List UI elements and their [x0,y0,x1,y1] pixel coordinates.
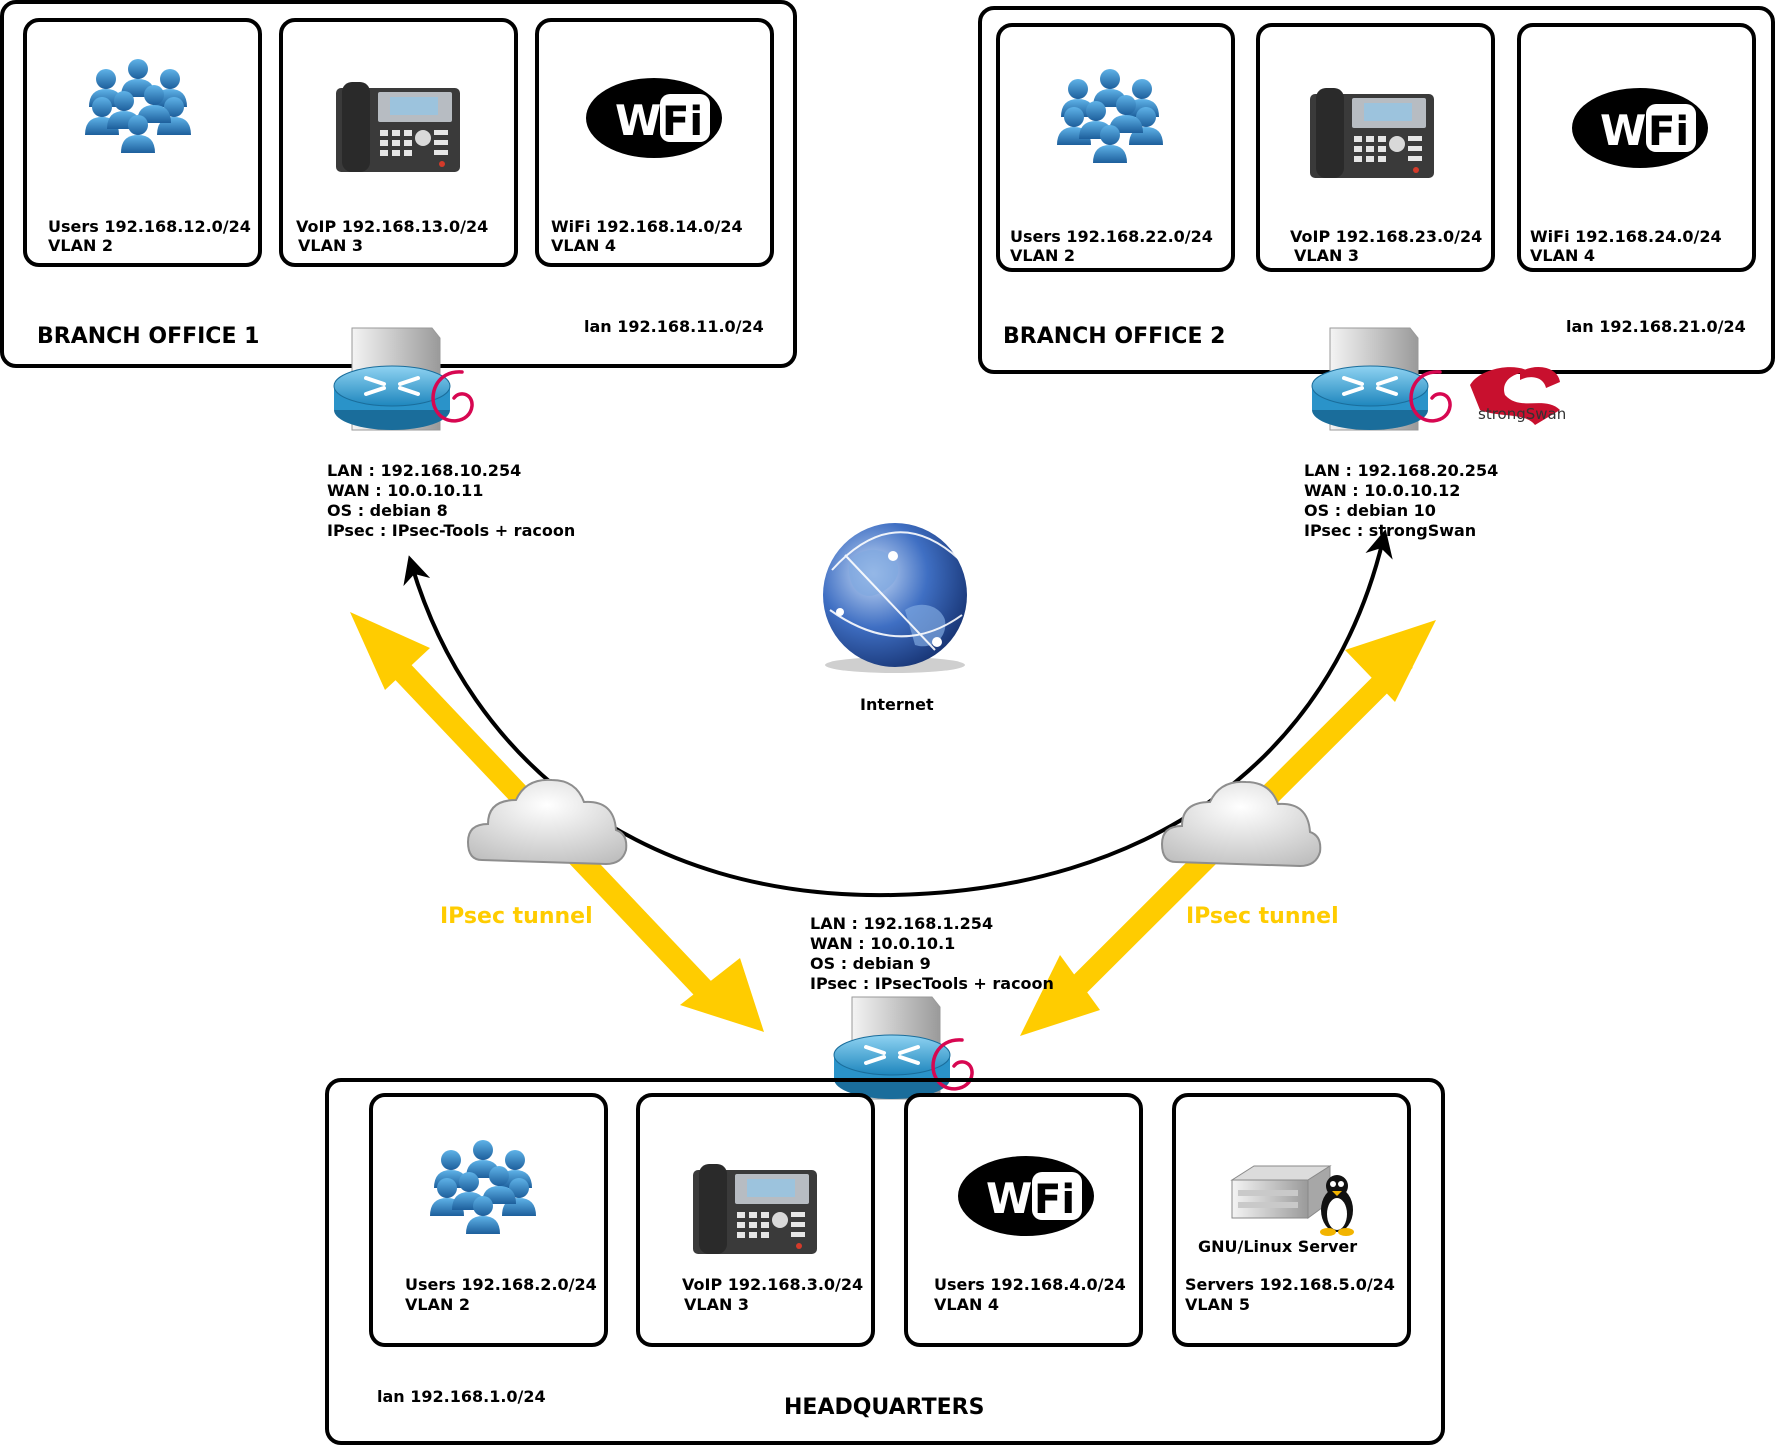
cloud-icon-left [467,778,628,865]
branch1-users-subnet: Users 192.168.12.0/24 [48,217,251,236]
branch1-wifi-vlan: VLAN 4 [551,236,616,255]
hq-title: HEADQUARTERS [784,1395,984,1420]
hq-wifi-subnet: Users 192.168.4.0/24 [934,1275,1126,1294]
branch1-wifi-subnet: WiFi 192.168.14.0/24 [551,217,743,236]
internet-connection-arc [403,529,1393,898]
hq-servers-tile [1172,1093,1411,1347]
hq-users-vlan: VLAN 2 [405,1295,470,1314]
branch1-lan-subnet: lan 192.168.11.0/24 [584,317,764,336]
wifi-logo-wi: Wi [615,96,676,145]
hq-voip-subnet: VoIP 192.168.3.0/24 [682,1275,863,1294]
globe-icon [823,523,967,667]
branch1-users-vlan: VLAN 2 [48,236,113,255]
branch2-router-wan: WAN : 10.0.10.12 [1304,481,1460,500]
branch2-title: BRANCH OFFICE 2 [1003,324,1225,349]
branch1-title: BRANCH OFFICE 1 [37,324,259,349]
hq-voip-vlan: VLAN 3 [684,1295,749,1314]
branch2-voip-vlan: VLAN 3 [1294,246,1359,265]
strongswan-logo-icon: strongSwan [1470,367,1566,425]
ipsec-tunnel-label-left: IPsec tunnel [440,904,593,929]
branch1-router: LAN : 192.168.10.254 WAN : 10.0.10.11 OS… [327,326,575,540]
hq-router-ipsec: IPsec : IPsecTools + racoon [810,974,1054,993]
wifi-logo-wi: Wi [986,1174,1047,1223]
server-icon [1231,1165,1331,1219]
branch2-router: strongSwan LAN : 192.168.20.254 WAN : 10… [1304,326,1566,540]
branch2-wifi-subnet: WiFi 192.168.24.0/24 [1530,227,1722,246]
router-icon [1310,326,1430,432]
wifi-logo-wi: Wi [1600,106,1661,155]
branch2-voip-subnet: VoIP 192.168.23.0/24 [1290,227,1482,246]
branch1-voip-vlan: VLAN 3 [298,236,363,255]
ip-phone-icon [1310,88,1434,178]
router-icon [332,326,452,432]
hq-servers-subnet: Servers 192.168.5.0/24 [1185,1275,1395,1294]
branch2-router-os: OS : debian 10 [1304,501,1436,520]
hq-server-label: GNU/Linux Server [1198,1237,1357,1256]
hq-router-lan: LAN : 192.168.1.254 [810,914,993,933]
internet-globe: Internet [823,523,967,714]
hq-users-subnet: Users 192.168.2.0/24 [405,1275,597,1294]
branch2-users-vlan: VLAN 2 [1010,246,1075,265]
headquarters: Users 192.168.2.0/24 VLAN 2 VoIP 192.168… [325,1078,1445,1445]
ipsec-tunnel-label-right: IPsec tunnel [1186,904,1339,929]
branch2-wifi-vlan: VLAN 4 [1530,246,1595,265]
branch1-voip-subnet: VoIP 192.168.13.0/24 [296,217,488,236]
wifi-logo-fi: Fi [1648,109,1689,155]
ip-phone-icon [693,1164,817,1254]
hq-router: LAN : 192.168.1.254 WAN : 10.0.10.1 OS :… [810,914,1054,1101]
wifi-logo-fi: Fi [662,99,703,145]
branch2-router-lan: LAN : 192.168.20.254 [1304,461,1498,480]
hq-servers-vlan: VLAN 5 [1185,1295,1250,1314]
branch1-router-os: OS : debian 8 [327,501,448,520]
strongswan-logo-text: strongSwan [1478,405,1566,423]
branch1-router-wan: WAN : 10.0.10.11 [327,481,483,500]
hq-lan-subnet: lan 192.168.1.0/24 [377,1387,546,1406]
router-icon [832,995,952,1101]
branch2-users-subnet: Users 192.168.22.0/24 [1010,227,1213,246]
cloud-icon-right [1161,780,1322,867]
hq-wifi-vlan: VLAN 4 [934,1295,999,1314]
hq-router-wan: WAN : 10.0.10.1 [810,934,955,953]
branch2-lan-subnet: lan 192.168.21.0/24 [1566,317,1746,336]
hq-router-os: OS : debian 9 [810,954,931,973]
ip-phone-icon [336,82,460,172]
wifi-logo-fi: Fi [1034,1177,1075,1223]
branch-office-2: Users 192.168.22.0/24 VLAN 2 VoIP 192.16… [978,6,1775,374]
branch1-router-lan: LAN : 192.168.10.254 [327,461,521,480]
internet-label: Internet [860,695,934,714]
branch-office-1: Users 192.168.12.0/24 VLAN 2 VoIP 192.16… [0,0,797,368]
hq-frame [325,1078,1445,1445]
branch2-router-ipsec: IPsec : strongSwan [1304,521,1476,540]
branch1-router-ipsec: IPsec : IPsec-Tools + racoon [327,521,575,540]
